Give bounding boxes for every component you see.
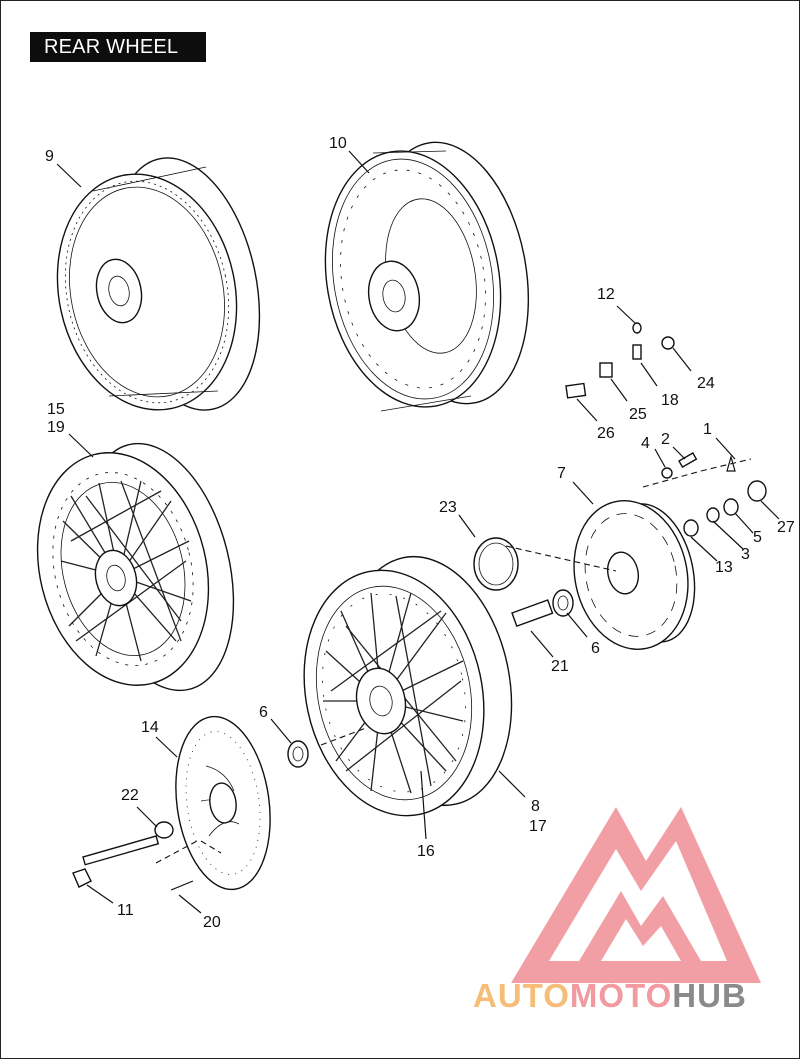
- callout-15: 15: [47, 401, 65, 418]
- callout-21: 21: [551, 658, 569, 675]
- callout-18: 18: [661, 392, 679, 409]
- watermark-text: AUTOMOTOHUB: [473, 977, 747, 1015]
- disc-wheel-9: [56, 157, 261, 411]
- callout-9: 9: [45, 148, 54, 165]
- callout-10: 10: [329, 135, 347, 152]
- callout-6-left: 6: [259, 704, 268, 721]
- callout-25: 25: [629, 406, 647, 423]
- callout-6-right: 6: [591, 640, 600, 657]
- callout-23: 23: [439, 499, 457, 516]
- leader-lines: [56, 150, 780, 914]
- callout-8: 8: [531, 798, 540, 815]
- page-title: REAR WHEEL: [30, 32, 206, 62]
- callout-16: 16: [417, 843, 435, 860]
- callout-11: 11: [117, 902, 134, 919]
- callout-17: 17: [529, 818, 547, 835]
- watermark-word-hub: HUB: [672, 977, 747, 1014]
- callout-24: 24: [697, 375, 715, 392]
- callout-4: 4: [641, 435, 650, 452]
- callout-12: 12: [597, 286, 615, 303]
- callout-13: 13: [715, 559, 733, 576]
- callout-5: 5: [753, 529, 762, 546]
- callout-19: 19: [47, 419, 65, 436]
- callout-14: 14: [141, 719, 159, 736]
- spokes-15: [60, 480, 192, 662]
- callout-7: 7: [557, 465, 566, 482]
- callout-22: 22: [121, 787, 139, 804]
- laced-wheel-8-17: [303, 555, 513, 817]
- callout-3: 3: [741, 546, 750, 563]
- callouts: 9 10 15 19 12 24 18 25 26 1 2 4 7 23 5 2…: [45, 135, 795, 931]
- callout-26: 26: [597, 425, 615, 442]
- brake-rotor-14: [175, 715, 271, 891]
- disc-wheel-10: [324, 141, 530, 412]
- callout-1: 1: [703, 421, 712, 438]
- watermark-word-auto: AUTO: [473, 977, 570, 1014]
- callout-20: 20: [203, 914, 221, 931]
- watermark-logo: [511, 807, 761, 983]
- watermark-word-moto: MOTO: [569, 977, 673, 1014]
- callout-2: 2: [661, 431, 670, 448]
- laced-wheel-15-19: [36, 442, 235, 692]
- small-parts: [72, 322, 767, 891]
- callout-27: 27: [777, 519, 795, 536]
